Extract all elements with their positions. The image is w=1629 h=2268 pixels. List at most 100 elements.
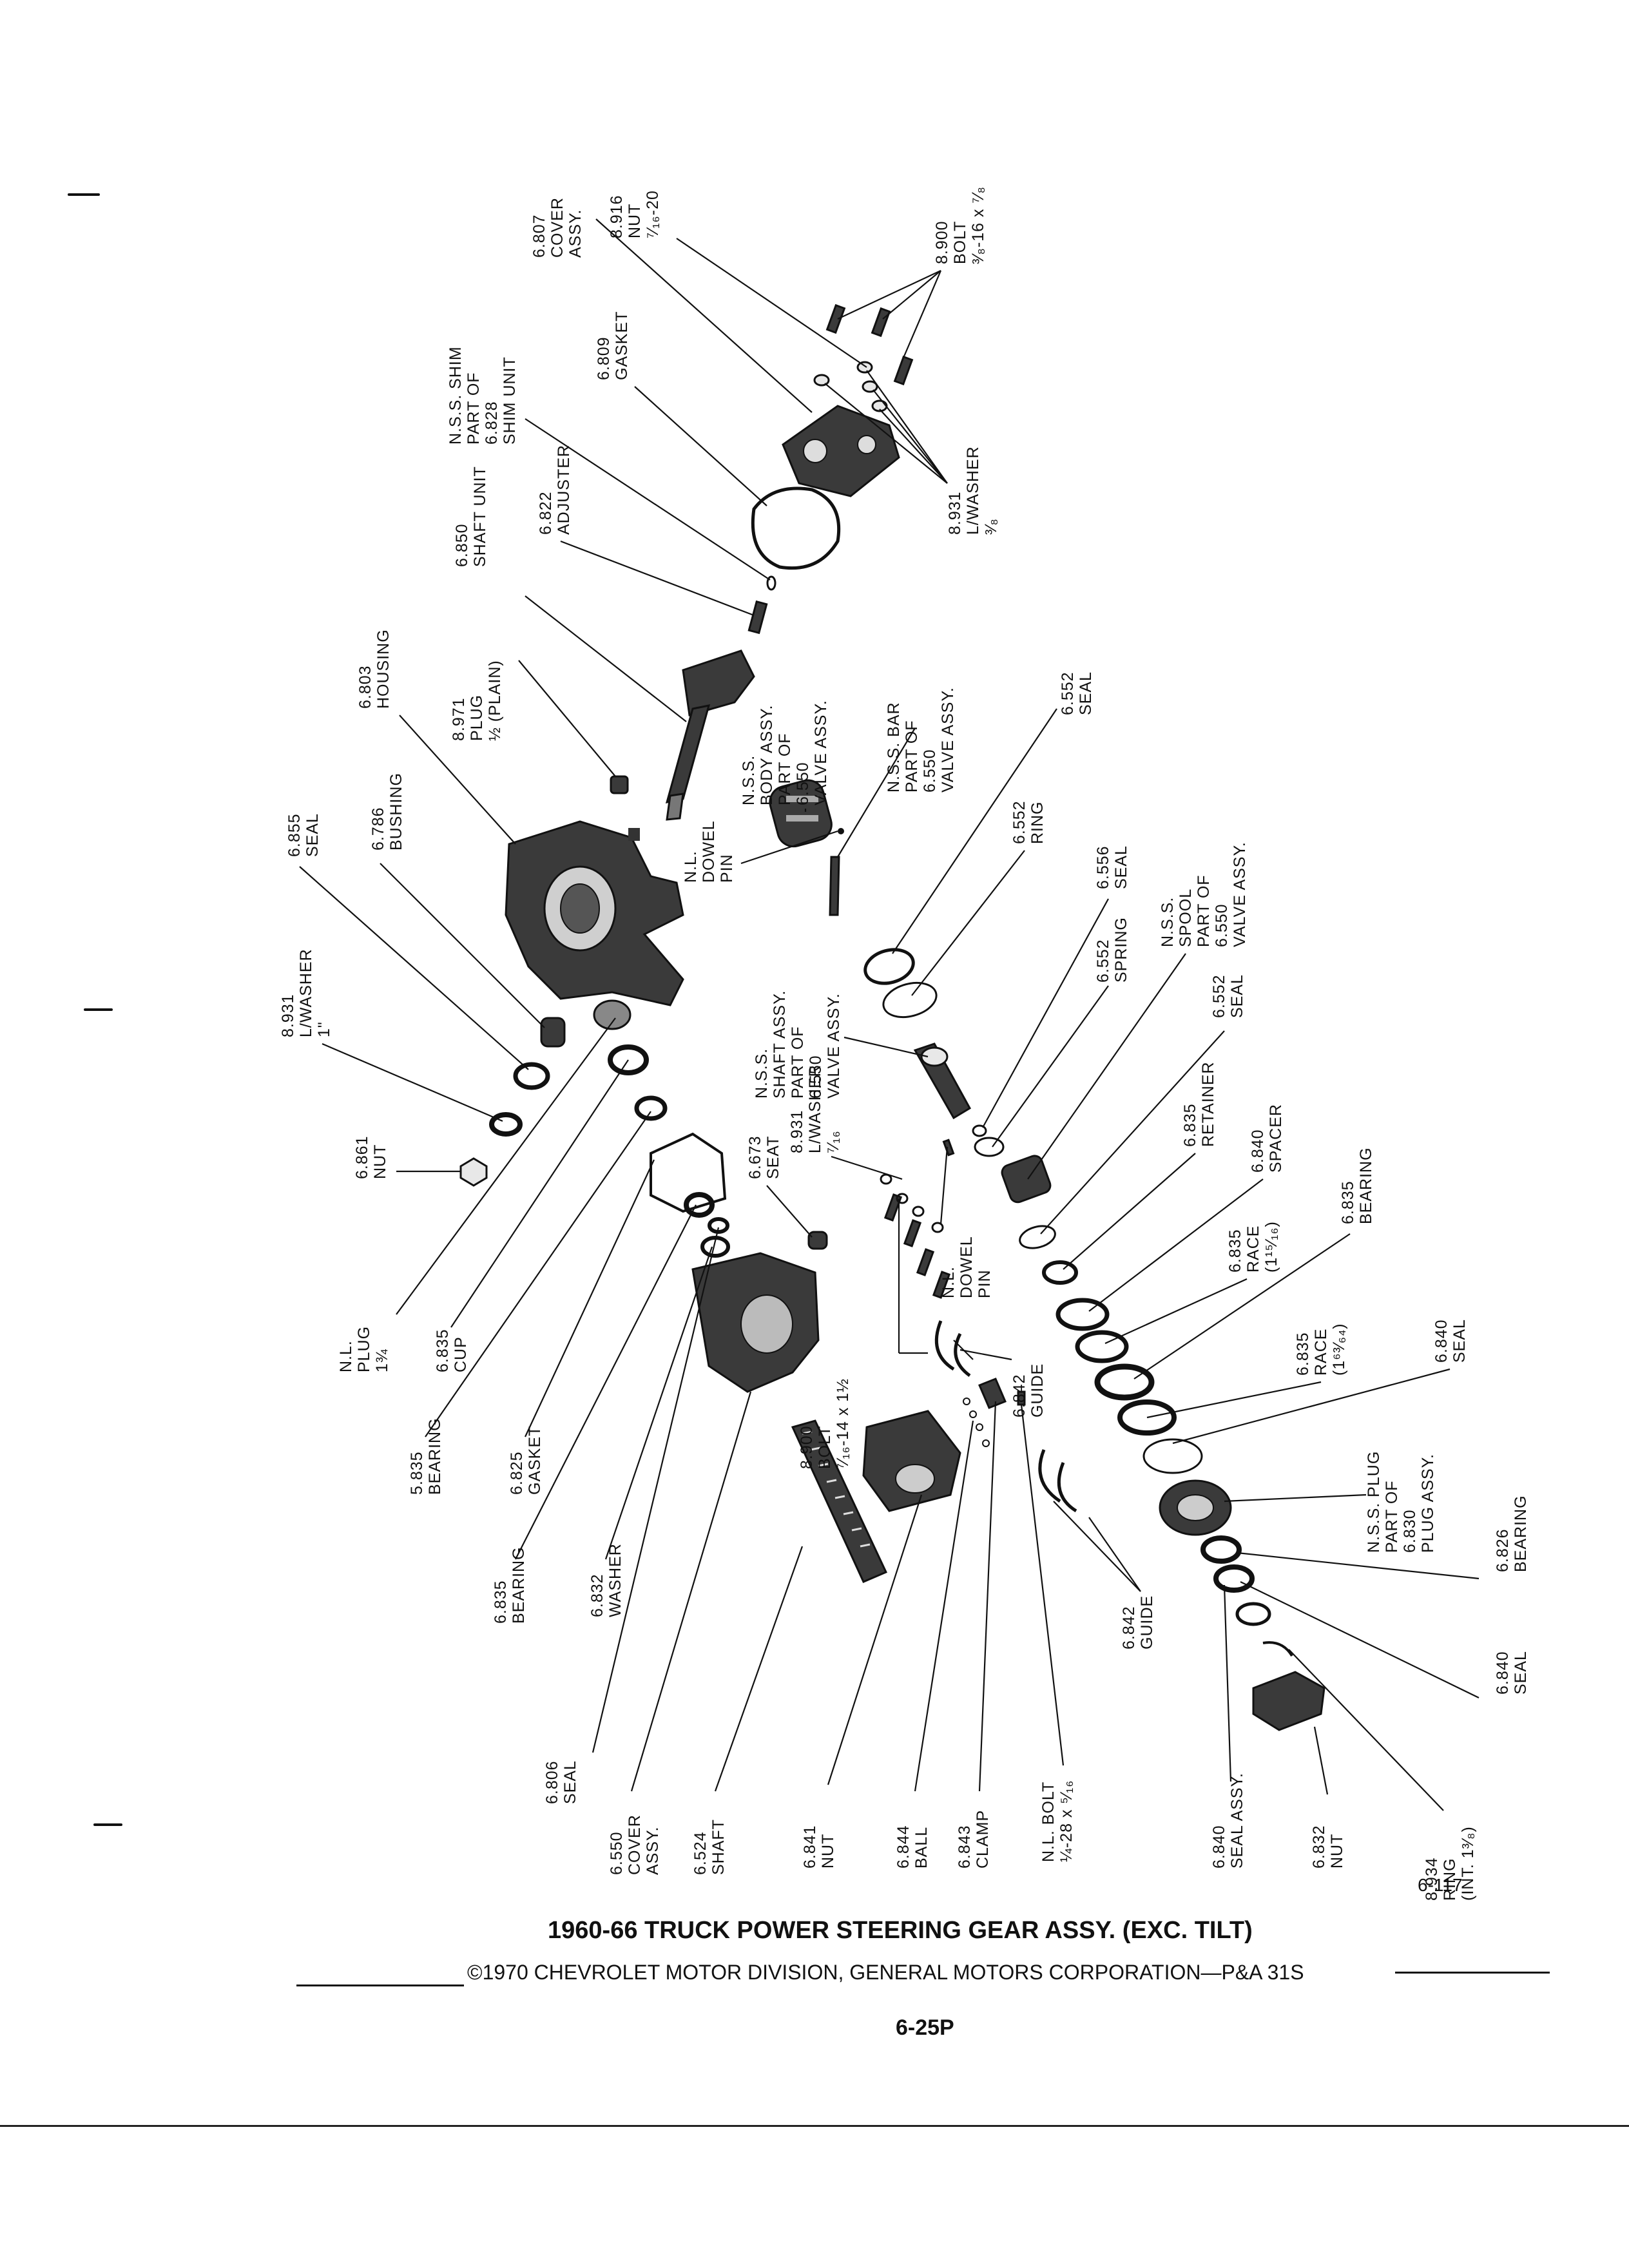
callout-6-552-17: 6.552RING	[1010, 800, 1046, 844]
callout-line: 8.931	[946, 491, 964, 535]
callout-line: N.S.S. SHIM	[447, 346, 465, 445]
valve-bar-drawing	[829, 856, 840, 916]
callout-6-835-33: 6.835CUP	[434, 1329, 470, 1372]
callout-line: BODY ASSY.	[758, 705, 776, 805]
guide-6842b-drawing	[1038, 1449, 1077, 1513]
callout-line: N.S.S. BAR	[885, 702, 903, 793]
bushing-6786-drawing	[540, 1017, 566, 1048]
callout-line: 6.850	[453, 523, 471, 567]
callout-line: 6.835	[1181, 1103, 1199, 1147]
gasket-6825-drawing	[650, 1132, 727, 1213]
callout-6-835-41: 6.835BEARING	[492, 1546, 528, 1624]
callout-line: PART OF	[776, 733, 794, 805]
callout-line: 6.832	[1310, 1825, 1328, 1869]
callout-line: 6.550	[608, 1831, 626, 1875]
race-6835b-drawing	[1117, 1399, 1177, 1436]
callout-8-900-34: 8.900BOLT⁷⁄₁₆-14 x 1½	[798, 1378, 852, 1469]
lwashers-7-16-drawing	[880, 1173, 944, 1233]
clamp-6843-drawing	[978, 1378, 1007, 1409]
callout-6-552-21: 6.552SPRING	[1094, 917, 1130, 983]
callout-line: N.L.	[940, 1266, 958, 1298]
callout-line: (1⁶³⁄₆₄)	[1330, 1323, 1348, 1376]
callout-8-971-10: 8.971PLUG½ (PLAIN)	[450, 660, 504, 741]
figure-code: 6-117	[1418, 1875, 1463, 1895]
callout-line: SEAL	[1228, 974, 1246, 1018]
callout-line: 6.861	[353, 1135, 371, 1179]
callout-line: VALVE ASSY.	[1231, 841, 1249, 947]
callout-6-826-43: 6.826BEARING	[1494, 1495, 1530, 1572]
callout-line: SHAFT	[709, 1819, 728, 1875]
ring-6552-drawing	[882, 982, 938, 1018]
callout-line: 6.807	[530, 214, 548, 258]
seal-6806-drawing	[708, 1217, 729, 1234]
cover-assy-6807-drawing	[782, 405, 900, 497]
diagram-title: 1960-66 TRUCK POWER STEERING GEAR ASSY. …	[548, 1917, 1253, 1944]
callout-line: 6.550	[1213, 903, 1231, 947]
callout-line: PART OF	[1195, 874, 1213, 947]
callout-line: PART OF	[789, 1026, 807, 1099]
callout-line: ADJUSTER	[555, 445, 573, 535]
seal-6855-drawing	[513, 1062, 550, 1090]
callout-6-843-51: 6.843CLAMP	[956, 1810, 992, 1869]
callout-8-916-2: 8.916NUT⁷⁄₁₆-20	[608, 190, 662, 238]
callout-line: RING	[1441, 1858, 1459, 1901]
callout-line: CUP	[452, 1336, 470, 1372]
callout-labels: 6.807COVERASSY.8.916NUT⁷⁄₁₆-208.900BOLT³…	[279, 186, 1530, 1901]
nut-6832-drawing	[1252, 1671, 1325, 1731]
callout-line: 6.840	[1210, 1825, 1228, 1869]
shim-drawing	[766, 575, 776, 591]
nut-8916-drawing	[813, 361, 888, 412]
callout-line: BOLT	[951, 221, 969, 264]
callout-6-832-54: 6.832NUT	[1310, 1825, 1346, 1869]
callout-line: N.L.	[337, 1340, 355, 1372]
callout-6-809-5: 6.809GASKET	[595, 311, 631, 380]
callout-line: DOWEL	[700, 820, 718, 883]
callout-line: 6.552	[1094, 939, 1112, 983]
callout-line: RACE	[1312, 1329, 1330, 1376]
callout-line: BEARING	[1357, 1147, 1375, 1224]
seal-6556-drawing	[972, 1124, 987, 1137]
callout-6-855-14: 6.855SEAL	[285, 813, 322, 857]
callout-6-832-42: 6.832WASHER	[588, 1543, 624, 1617]
callout-8-934-55: 8.934RING(INT. 1³⁄₈)	[1423, 1826, 1477, 1901]
callout-n-s-s--22: N.S.S.SPOOLPART OF6.550VALVE ASSY.	[1159, 841, 1249, 947]
callout-6-844-50: 6.844BALL	[894, 1825, 930, 1869]
spool-drawing	[1001, 1155, 1052, 1204]
callout-line: 6.855	[285, 813, 304, 857]
callout-line: ³⁄₈-16 x ⁷⁄₈	[969, 186, 987, 264]
seal-6840-drawing	[1142, 1438, 1203, 1474]
callout-line: RACE	[1244, 1225, 1262, 1273]
callout-line: PLUG	[355, 1326, 373, 1372]
callout-line: DOWEL	[958, 1236, 976, 1298]
callout-line: PART OF	[1383, 1480, 1401, 1553]
callout-line: 8.971	[450, 697, 468, 741]
callout-line: 6.550	[921, 749, 939, 793]
plug-8971-drawing	[610, 775, 629, 794]
callout-line: 6.844	[894, 1825, 912, 1869]
callout-line: 6.840	[1249, 1129, 1267, 1173]
callout-line: RETAINER	[1199, 1061, 1217, 1147]
seat-6673-drawing	[807, 1231, 828, 1250]
callout-6-835-27: 6.835RETAINER	[1181, 1061, 1217, 1147]
callout-line: 6.843	[956, 1825, 974, 1869]
callout-6-861-24: 6.861NUT	[353, 1135, 389, 1179]
callout-line: 6.786	[369, 807, 387, 850]
callout-6-835-30: 6.835RACE(1¹⁵⁄₁₆)	[1226, 1221, 1280, 1273]
race-6835-drawing	[1075, 1330, 1129, 1363]
callout-line: 8.900	[798, 1425, 816, 1469]
callout-line: 6.552	[1059, 671, 1077, 715]
callout-6-550-47: 6.550COVERASSY.	[608, 1814, 662, 1875]
callout-line: SEAL	[1451, 1319, 1469, 1363]
callout-6-552-13: 6.552SEAL	[1059, 671, 1095, 715]
bearing-6835b-drawing	[684, 1192, 715, 1218]
callout-line: 6.524	[691, 1831, 709, 1875]
callout-6-807-1: 6.807COVERASSY.	[530, 197, 584, 258]
dowel-pin-top-drawing	[838, 828, 844, 834]
callout-8-900-3: 8.900BOLT³⁄₈-16 x ⁷⁄₈	[933, 186, 987, 264]
callout-line: (1¹⁵⁄₁₆)	[1262, 1221, 1280, 1273]
callout-line: 6.803	[356, 665, 374, 709]
callout-line: L/WASHER	[297, 948, 315, 1037]
callout-line: SEAL	[304, 813, 322, 857]
callout-line: NUT	[371, 1144, 389, 1179]
callout-line: SEAL	[1512, 1651, 1530, 1695]
